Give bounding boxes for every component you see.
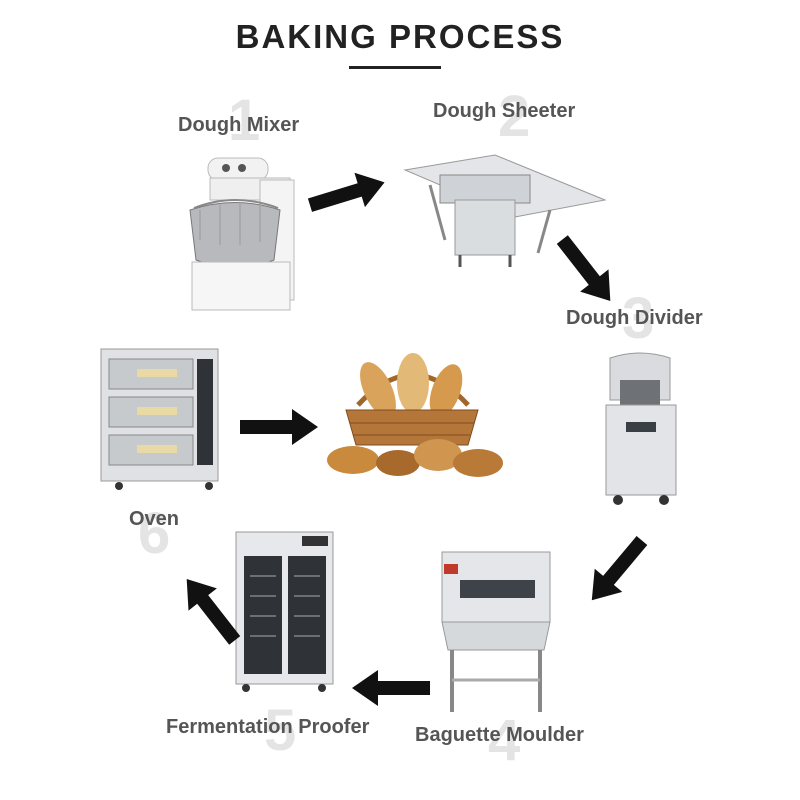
step-2-number: 2 bbox=[498, 84, 531, 149]
step-5-label: Fermentation Proofer bbox=[166, 716, 370, 738]
step-6-number: 6 bbox=[138, 501, 171, 566]
step-4-number: 4 bbox=[488, 708, 521, 773]
dough-divider-image bbox=[605, 352, 677, 505]
arrow-proofer-to-oven bbox=[186, 578, 241, 645]
step-3-number: 3 bbox=[622, 286, 655, 351]
fermentation-proofer-image bbox=[235, 531, 334, 692]
diagram-title: BAKING PROCESS bbox=[235, 18, 565, 55]
step-5-number: 5 bbox=[264, 698, 297, 763]
step-6-label: Oven bbox=[129, 508, 180, 530]
oven-image bbox=[100, 348, 219, 490]
dough-sheeter-image bbox=[403, 154, 607, 267]
arrow-sheeter-to-divider bbox=[556, 235, 611, 302]
title-underline bbox=[349, 66, 441, 69]
step-2-label: Dough Sheeter bbox=[433, 100, 576, 122]
bread-basket-image bbox=[327, 353, 503, 477]
dough-mixer-image bbox=[189, 157, 295, 311]
arrow-oven-to-bread bbox=[240, 409, 318, 445]
step-1-number: 1 bbox=[228, 88, 261, 153]
step-1-label: Dough Mixer bbox=[178, 114, 300, 136]
arrow-divider-to-moulder bbox=[591, 536, 648, 601]
step-4-label: Baguette Moulder bbox=[415, 724, 584, 746]
baguette-moulder-image bbox=[441, 551, 551, 712]
arrow-moulder-to-proofer bbox=[352, 670, 430, 706]
arrow-mixer-to-sheeter bbox=[307, 172, 385, 212]
step-3-label: Dough Divider bbox=[566, 307, 703, 329]
